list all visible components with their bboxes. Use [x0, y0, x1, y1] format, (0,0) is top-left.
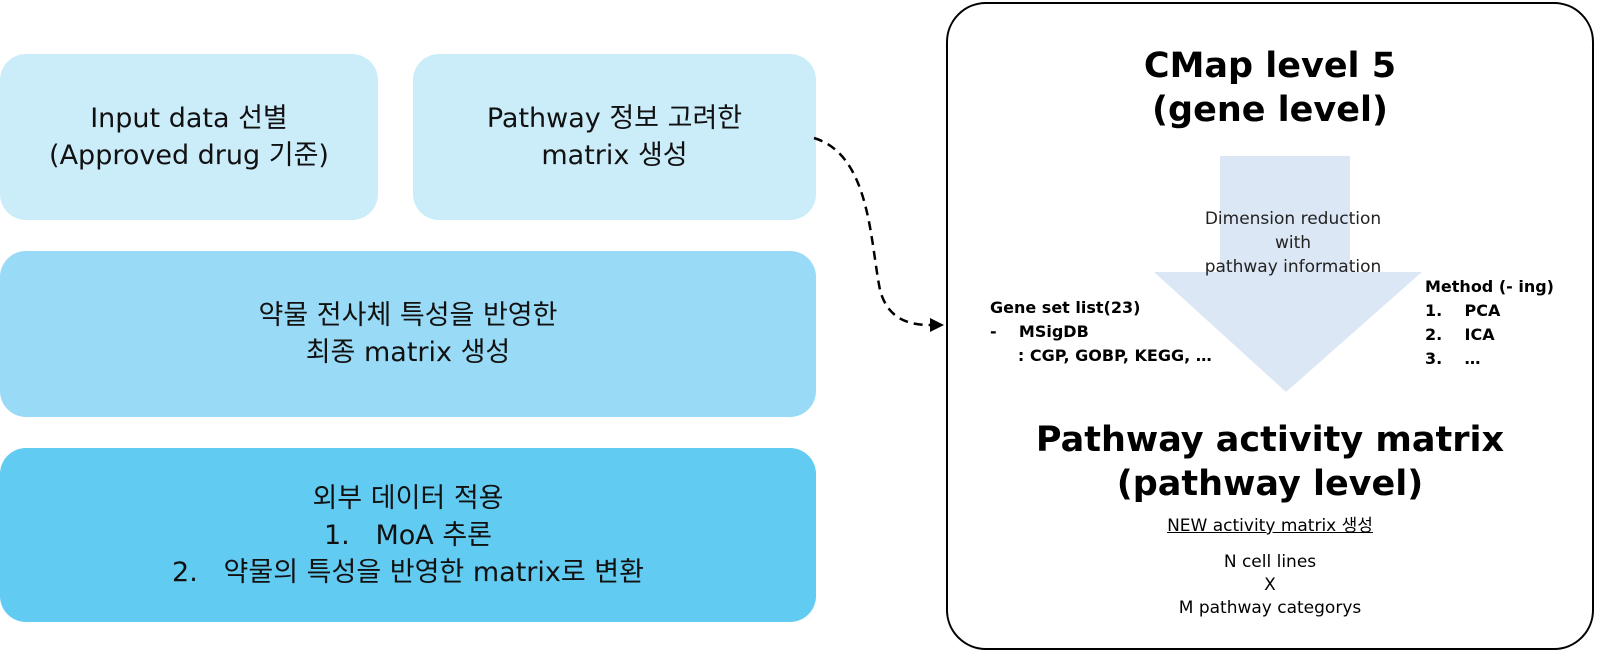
method-list: Method (- ing) 1. PCA 2. ICA 3. … — [1425, 275, 1554, 371]
result-title-line2: (pathway level) — [1116, 464, 1424, 504]
method-item: 1. PCA — [1425, 301, 1501, 320]
dims-line3: M pathway categorys — [1178, 598, 1362, 618]
method-item: 2. ICA — [1425, 325, 1495, 344]
arrow-label-line1: Dimension reduction — [1204, 209, 1382, 229]
method-title: Method (- ing) — [1425, 277, 1554, 296]
method-item: 3. … — [1425, 349, 1481, 368]
input-data-line1: Input data 선별 — [90, 103, 288, 134]
pathway-matrix-line2: matrix 생성 — [541, 140, 688, 171]
pathway-activity-title: Pathway activity matrix(pathway level) — [948, 418, 1592, 506]
dimension-reduction-label: Dimension reduction with pathway informati… — [1128, 207, 1458, 279]
dashed-connector-arrow — [813, 136, 944, 332]
pathway-matrix-box: Pathway 정보 고려한 matrix 생성 — [413, 54, 816, 220]
external-data-line1: 외부 데이터 적용 — [312, 482, 504, 514]
input-data-selection-box: Input data 선별 (Approved drug 기준) — [0, 54, 378, 220]
external-data-line2: 1. MoA 추론 — [323, 519, 493, 551]
pathway-activity-panel: CMap level 5(gene level) Dimension reduc… — [946, 2, 1594, 650]
gene-set-item: - MSigDB — [990, 322, 1089, 341]
cmap-title-line2: (gene level) — [1152, 90, 1388, 130]
dims-line1: N cell lines — [1223, 552, 1317, 572]
gene-set-item: : CGP, GOBP, KEGG, … — [990, 346, 1212, 365]
gene-set-list: Gene set list(23) - MSigDB : CGP, GOBP, K… — [990, 296, 1212, 368]
input-data-line2: (Approved drug 기준) — [49, 140, 329, 171]
new-activity-matrix-note: NEW activity matrix 생성 — [1167, 516, 1373, 536]
connector-arrowhead-icon — [930, 318, 944, 332]
external-data-box: 외부 데이터 적용 1. MoA 추론 2. 약물의 특성을 반영한 matri… — [0, 448, 816, 622]
final-matrix-line2: 최종 matrix 생성 — [305, 337, 511, 368]
dimension-reduction-arrow-icon — [1154, 156, 1422, 392]
gene-set-title: Gene set list(23) — [990, 298, 1141, 317]
final-matrix-box: 약물 전사체 특성을 반영한 최종 matrix 생성 — [0, 251, 816, 417]
final-matrix-line1: 약물 전사체 특성을 반영한 — [258, 300, 558, 331]
dims-line2: X — [1264, 575, 1276, 595]
cmap-title-line1: CMap level 5 — [1143, 46, 1397, 86]
arrow-label-line3: pathway information — [1204, 257, 1382, 277]
pathway-matrix-line1: Pathway 정보 고려한 — [486, 103, 743, 134]
arrow-label-line2: with — [1274, 233, 1312, 253]
external-data-line3: 2. 약물의 특성을 반영한 matrix로 변환 — [172, 556, 644, 588]
result-title-line1: Pathway activity matrix — [1035, 420, 1505, 460]
cmap-title: CMap level 5(gene level) — [948, 44, 1592, 132]
